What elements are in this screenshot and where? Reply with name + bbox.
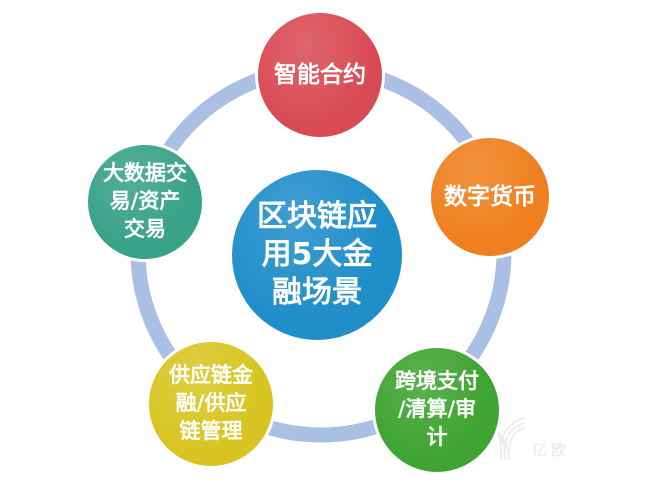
node-smart-contract: 智能合约	[255, 10, 385, 140]
node-label-line: 交易	[124, 216, 166, 241]
node-digital-currency: 数字货币	[428, 135, 552, 259]
node-label-line: /清算/审	[397, 397, 477, 422]
node-cross-border-payment: 跨境支付 /清算/审 计	[372, 345, 502, 475]
node-label-line: 智能合约	[274, 61, 366, 88]
node-label-line: 融/供应	[175, 391, 247, 416]
watermark: 亿欧	[486, 412, 570, 462]
node-label-line: 链管理	[179, 418, 243, 443]
center-node-blockchain-finance: 区块链应 用5大金 融场景	[232, 170, 402, 340]
center-label-line: 用5大金	[261, 236, 373, 272]
node-label-line: 数字货币	[444, 183, 536, 210]
node-label-line: 计	[426, 424, 448, 449]
node-big-data-trading: 大数据交 易/资产 交易	[85, 142, 205, 262]
node-label-line: 大数据交	[103, 161, 187, 186]
node-label-line: 供应链金	[169, 363, 253, 388]
node-label-line: 跨境支付	[395, 369, 479, 394]
node-supply-chain: 供应链金 融/供应 链管理	[146, 339, 276, 469]
watermark-label: 亿欧	[532, 441, 571, 459]
center-label-line: 区块链应	[257, 198, 377, 234]
center-label-line: 融场景	[272, 275, 362, 311]
node-label-line: 易/资产	[109, 189, 181, 214]
